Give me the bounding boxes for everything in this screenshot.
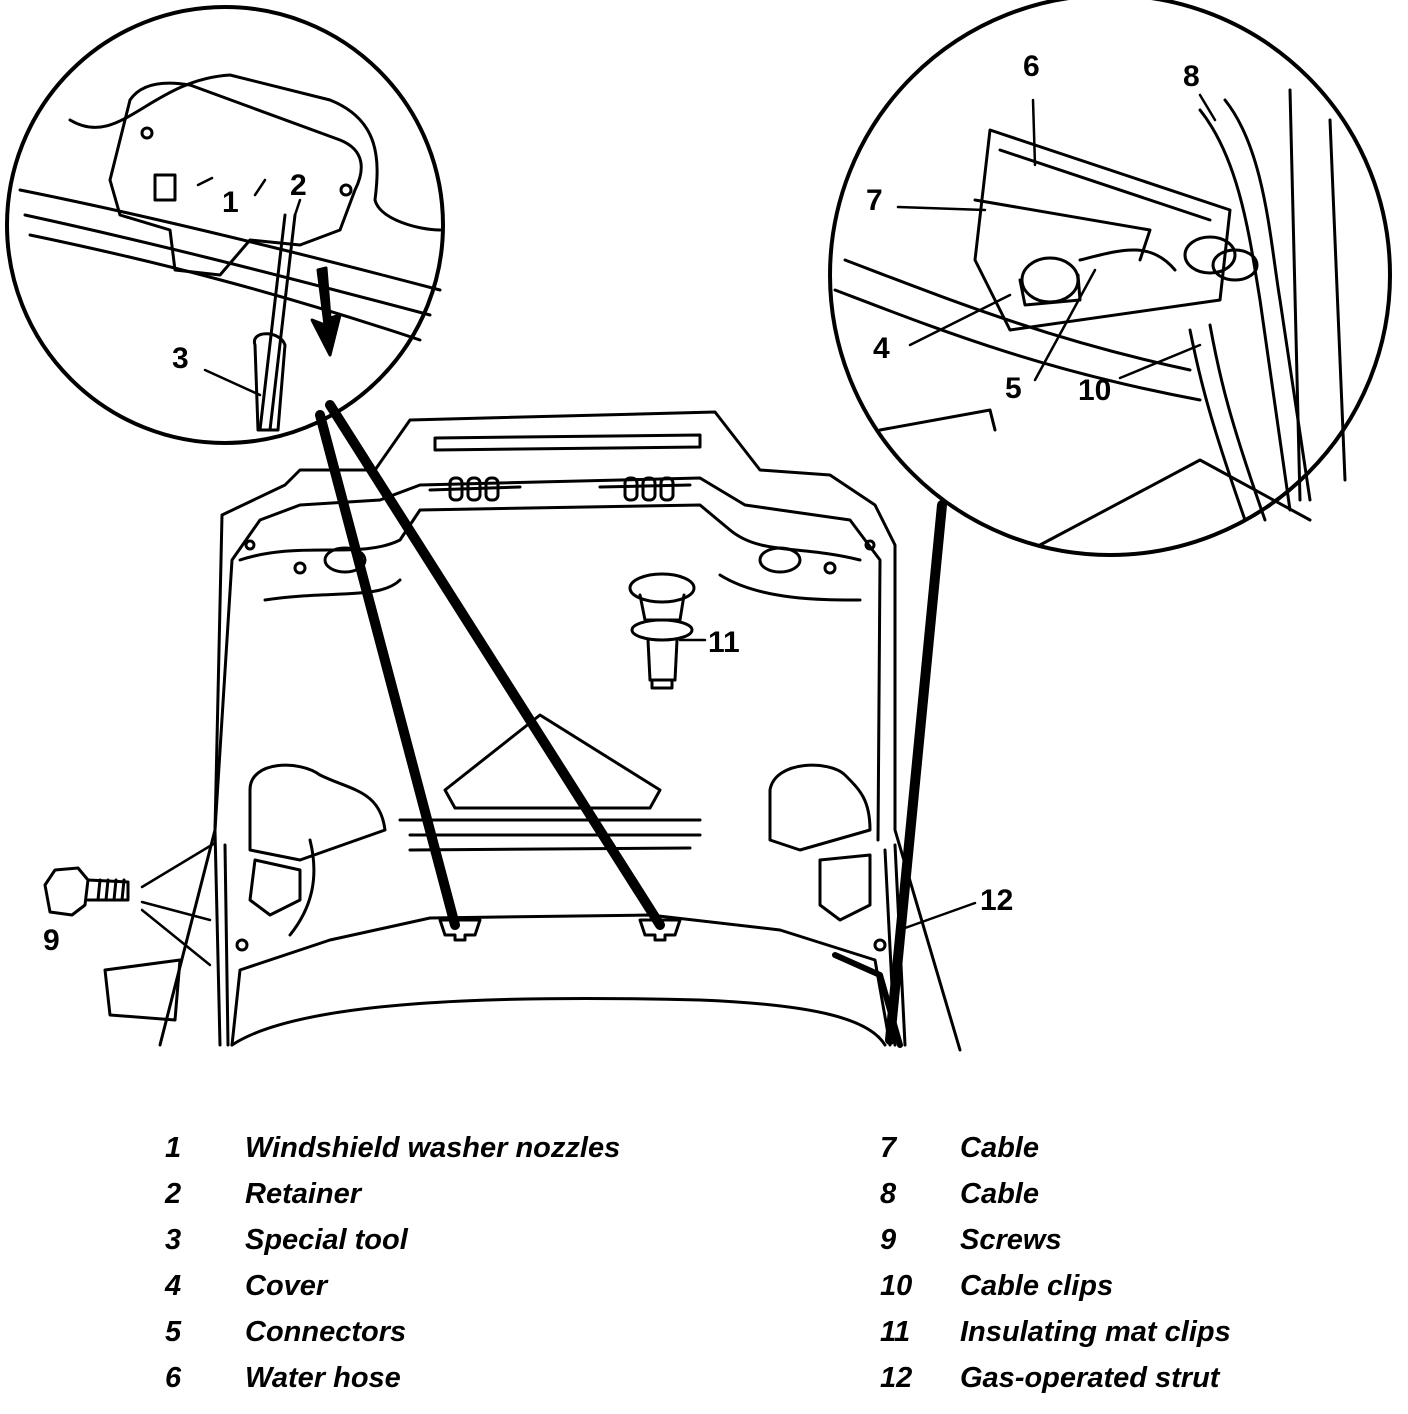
callout-2: 2 xyxy=(290,169,307,202)
legend-item: 6 Water hose xyxy=(165,1355,620,1401)
callout-4: 4 xyxy=(873,332,890,365)
legend-number: 5 xyxy=(165,1315,182,1348)
callout-10: 10 xyxy=(1078,374,1111,407)
legend-label: Special tool xyxy=(245,1223,408,1256)
legend-item: 5 Connectors xyxy=(165,1309,620,1355)
zoom-beams xyxy=(315,400,947,1045)
screw-illustration xyxy=(43,866,130,917)
hood-removal-diagram: 1 2 3 4 5 6 7 8 9 10 11 12 xyxy=(5,0,1392,1052)
legend-item: 1 Windshield washer nozzles xyxy=(165,1125,620,1171)
legend-label: Insulating mat clips xyxy=(960,1315,1231,1348)
callout-3: 3 xyxy=(172,342,189,375)
legend-number: 12 xyxy=(880,1361,913,1394)
legend-label: Windshield washer nozzles xyxy=(245,1131,621,1164)
legend-item: 12 Gas-operated strut xyxy=(880,1355,1231,1401)
callout-6: 6 xyxy=(1023,50,1040,83)
legend-item: 7 Cable xyxy=(880,1125,1231,1171)
legend-label: Water hose xyxy=(245,1361,401,1394)
legend-number: 10 xyxy=(880,1269,913,1302)
left-detail-circle xyxy=(5,5,445,445)
legend-number: 11 xyxy=(880,1315,911,1348)
legend-number: 9 xyxy=(880,1223,897,1256)
legend-label: Cable xyxy=(960,1131,1039,1164)
legend-number: 7 xyxy=(880,1131,897,1164)
legend-item: 4 Cover xyxy=(165,1263,620,1309)
callout-11: 11 xyxy=(708,626,740,659)
callout-7: 7 xyxy=(866,184,883,217)
legend-item: 3 Special tool xyxy=(165,1217,620,1263)
legend-label: Cable clips xyxy=(960,1269,1114,1302)
callout-12: 12 xyxy=(980,884,1013,917)
legend-number: 4 xyxy=(165,1269,182,1302)
legend-number: 1 xyxy=(165,1131,182,1164)
legend-item: 10 Cable clips xyxy=(880,1263,1231,1309)
legend-item: 9 Screws xyxy=(880,1217,1231,1263)
legend-number: 8 xyxy=(880,1177,897,1210)
callout-5: 5 xyxy=(1005,372,1022,405)
legend-label: Cover xyxy=(245,1269,328,1302)
legend-label: Cable xyxy=(960,1177,1039,1210)
right-detail-circle xyxy=(828,0,1392,557)
legend-label: Connectors xyxy=(245,1315,407,1348)
legend-item: 8 Cable xyxy=(880,1171,1231,1217)
legend-number: 6 xyxy=(165,1361,182,1394)
legend-item: 11 Insulating mat clips xyxy=(880,1309,1231,1355)
legend-number: 2 xyxy=(165,1177,182,1210)
leader-lines xyxy=(140,93,1217,967)
legend-label: Retainer xyxy=(245,1177,362,1210)
legend-label: Screws xyxy=(960,1223,1062,1256)
legend-item: 2 Retainer xyxy=(165,1171,620,1217)
callout-9: 9 xyxy=(43,924,60,957)
callout-1: 1 xyxy=(222,186,239,219)
insulating-mat-clip-illustration xyxy=(628,572,696,690)
callout-8: 8 xyxy=(1183,60,1200,93)
legend-number: 3 xyxy=(165,1223,182,1256)
legend-left-column: 1 Windshield washer nozzles 2 Retainer 3 Sp… xyxy=(165,1125,620,1401)
legend-label: Gas-operated strut xyxy=(960,1361,1220,1394)
